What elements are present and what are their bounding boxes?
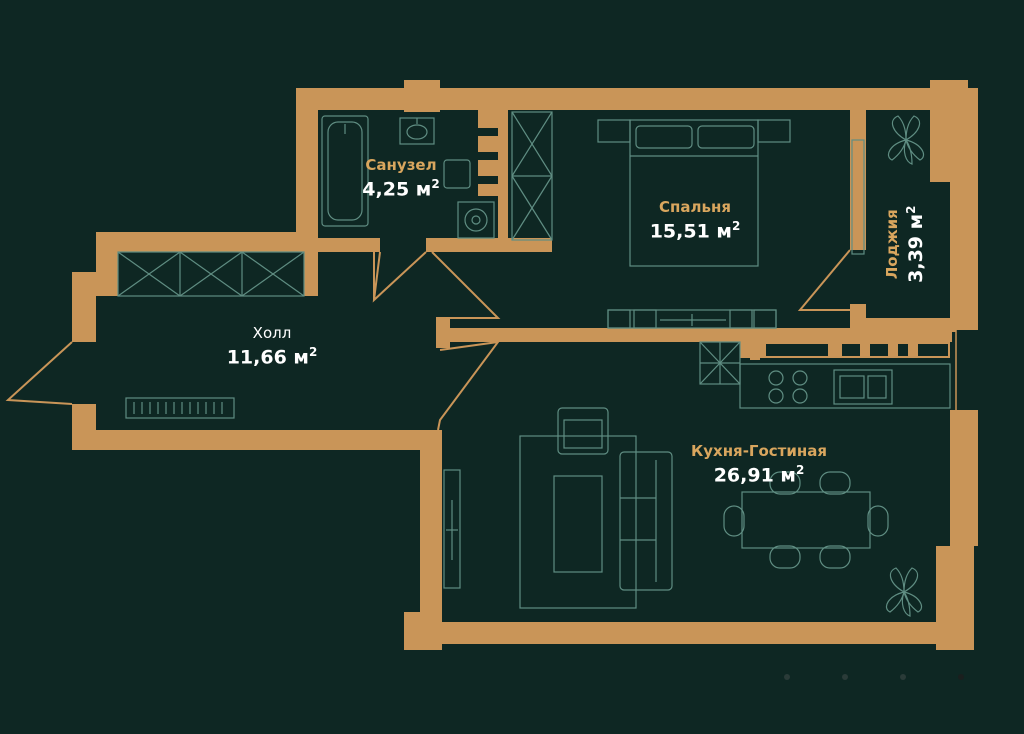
- room-label-bathroom: Санузел 4,25 м2: [346, 156, 456, 200]
- windows: [953, 182, 971, 546]
- room-label-bedroom: Спальня 15,51 м2: [630, 198, 760, 242]
- room-label-hall: Холл 11,66 м2: [212, 324, 332, 368]
- carousel-pagination: [780, 674, 970, 686]
- room-label-loggia: Лоджия 3,39 м2: [883, 189, 927, 299]
- room-area: 11,66 м2: [226, 345, 318, 369]
- room-area: 3,39 м2: [903, 205, 928, 283]
- doors: [5, 249, 851, 431]
- walls: [72, 80, 978, 650]
- shaft-cells: [484, 128, 948, 356]
- room-area: 15,51 м2: [649, 219, 741, 243]
- carousel-dot-2[interactable]: [842, 674, 848, 680]
- carousel-dot-3[interactable]: [900, 674, 906, 680]
- room-name: Холл: [252, 324, 292, 342]
- room-name: Лоджия: [882, 209, 901, 280]
- carousel-dot-4[interactable]: [958, 674, 964, 680]
- room-name: Кухня-Гостиная: [690, 442, 827, 460]
- furniture: [117, 111, 951, 617]
- room-area: 4,25 м2: [362, 177, 440, 201]
- room-area: 26,91 м2: [713, 463, 805, 487]
- carousel-dot-1[interactable]: [784, 674, 790, 680]
- room-label-living: Кухня-Гостиная 26,91 м2: [676, 442, 842, 486]
- room-name: Спальня: [659, 198, 731, 216]
- room-name: Санузел: [365, 156, 437, 174]
